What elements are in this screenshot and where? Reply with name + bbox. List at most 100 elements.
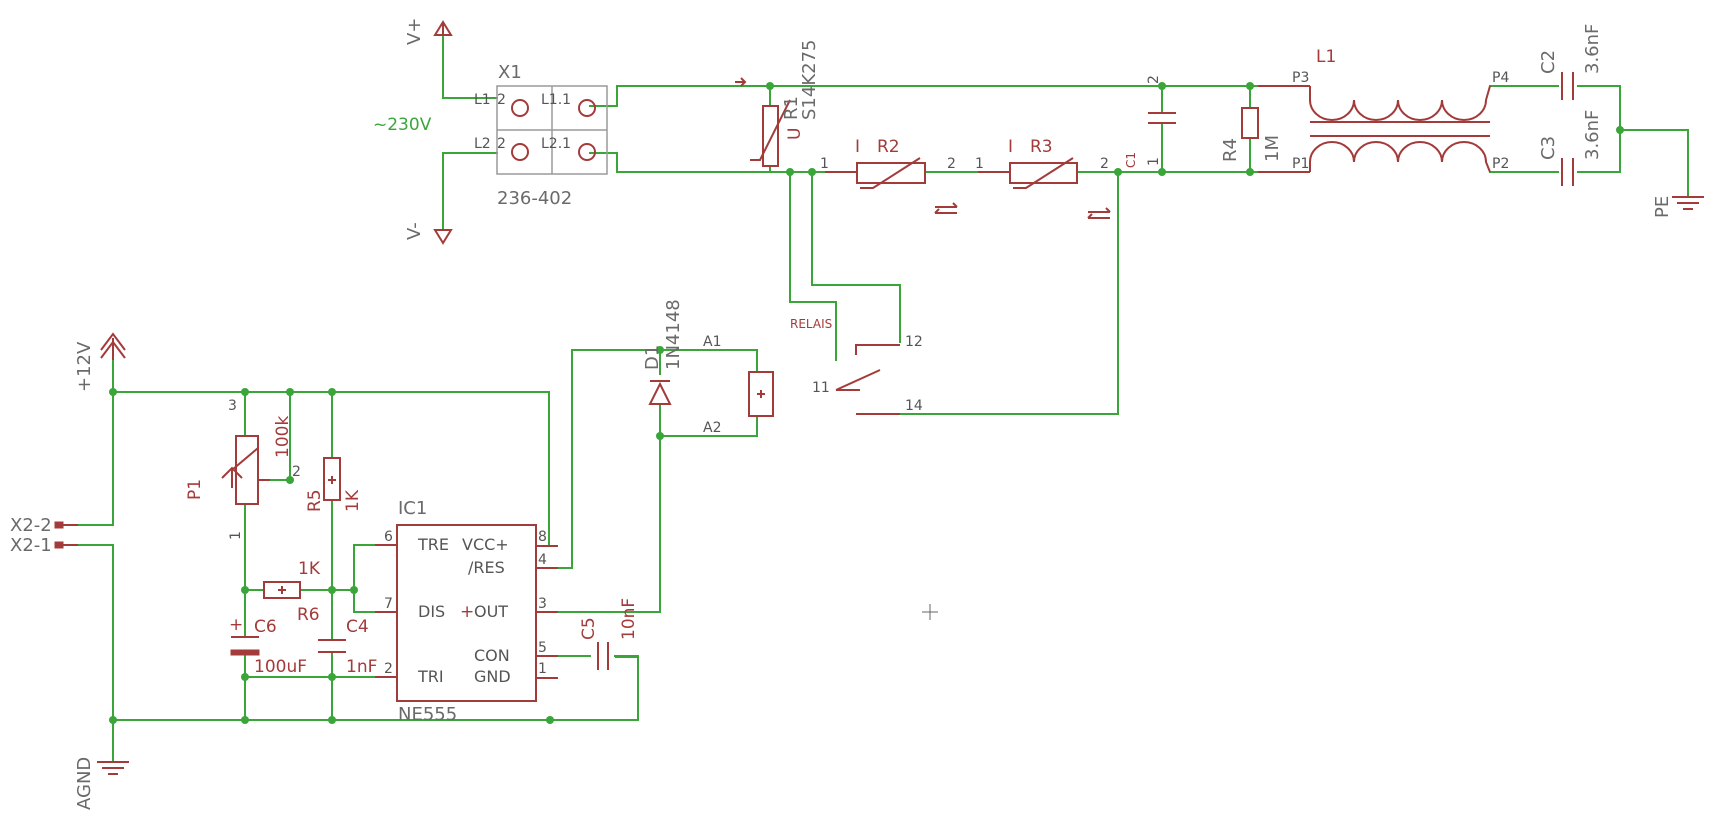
resistor-r5: R5 1K (305, 457, 363, 512)
c6-plus: + (229, 615, 243, 635)
wire-x2-1 (77, 544, 114, 721)
ic-pin6-num: 6 (384, 529, 393, 545)
pe-symbol: PE (1652, 196, 1704, 218)
junction-dot (766, 82, 774, 90)
wire-pot-1 (244, 503, 265, 591)
junction-dot (328, 388, 336, 396)
junction-dot (1114, 168, 1122, 176)
r3-marker: I (1008, 137, 1013, 157)
r2-pin2: 2 (947, 156, 956, 172)
ptc-r2: I R2 1 2 (820, 137, 958, 214)
pot-p1: P1 100k 3 2 1 (185, 398, 301, 540)
plus12v-symbol: +12V (74, 332, 126, 392)
wire-bottom-rail-a (589, 152, 826, 173)
ic-pin3-num: 3 (538, 596, 547, 612)
d1-name: D1 (642, 345, 663, 370)
r2-name: R2 (877, 137, 900, 157)
x1-pin-2b: 2 (497, 136, 506, 152)
ic-pin6-label: TRE (417, 535, 449, 554)
vplus-label: V+ (404, 18, 425, 45)
resistor-r4: R4 1M (1220, 107, 1283, 162)
ic-pin2-num: 2 (384, 661, 393, 677)
x1-pin-l21: L2.1 (541, 136, 571, 152)
resistor-r6: 1K R6 (263, 559, 321, 625)
p1-pin-1: 1 (228, 531, 244, 540)
l1-pin-p4: P4 (1492, 70, 1509, 86)
x1-pin-2a: 2 (497, 92, 506, 108)
x1-pin-l1: L1 (474, 92, 491, 108)
c1-pin2: 2 (1146, 75, 1162, 84)
wire-a2 (659, 415, 758, 437)
p1-pin-3: 3 (228, 398, 237, 414)
junction-dot (328, 716, 336, 724)
wire-vplus (442, 34, 498, 99)
junction-dot (241, 716, 249, 724)
x1-pin-l2: L2 (474, 136, 491, 152)
c4-value: 1nF (346, 657, 377, 677)
wire-pe (1619, 129, 1689, 196)
c3-value: 3.6nF (1582, 110, 1603, 160)
ic-pin5-num: 5 (538, 640, 547, 656)
wire-relay-14 (899, 171, 1119, 415)
p1-name: P1 (185, 479, 205, 500)
relay-label: RELAIS (790, 317, 832, 331)
wire-top-rail (589, 85, 1259, 107)
relay-pin-11: 11 (812, 380, 830, 396)
junction-dot (241, 586, 249, 594)
ic-pin7-label: DIS (418, 602, 445, 621)
r3-arrows (1087, 207, 1111, 219)
wire-vminus (442, 152, 498, 231)
vplus-symbol: V+ (404, 18, 453, 45)
junction-dot (350, 586, 358, 594)
ptc-r3: I R3 1 2 (975, 137, 1111, 219)
x1-pin-l11: L1.1 (541, 92, 571, 108)
ic-pin5-label: CON (474, 646, 510, 665)
cap-c1: C1 2 1 (1124, 75, 1176, 168)
wires (77, 34, 1689, 761)
ic-pin4-label: /RES (468, 558, 505, 577)
cap-c6: + C6 100uF (229, 615, 307, 677)
relay-pin-14: 14 (905, 398, 923, 414)
ic-ne555: IC1 NE555 6 TRE 7 DIS 2 TRI 8 VCC+ 4 /RE… (375, 498, 558, 725)
junction-dot (286, 476, 294, 484)
r4-value: 1M (1262, 135, 1283, 162)
agnd-label: AGND (74, 757, 95, 810)
junction-dot (328, 586, 336, 594)
r1-name: R1 (781, 96, 802, 120)
junction-dot (546, 716, 554, 724)
ic-pin7-num: 7 (384, 596, 393, 612)
junction-dot (1246, 168, 1254, 176)
ic-pin1-label: GND (474, 667, 511, 686)
wire-relay-12 (811, 171, 901, 343)
r6-name: R6 (297, 605, 320, 625)
c2-value: 3.6nF (1582, 24, 1603, 74)
l1-name: L1 (1316, 47, 1336, 67)
junction-dot (656, 432, 664, 440)
cap-c4: C4 1nF (318, 617, 377, 677)
p1-pin-2: 2 (292, 464, 301, 480)
crosshair-icon (922, 604, 938, 620)
x1-name: X1 (498, 62, 522, 83)
r3-name: R3 (1030, 137, 1053, 157)
junction-dot (109, 388, 117, 396)
l1-pin-p3: P3 (1292, 70, 1309, 86)
ic-name: IC1 (398, 498, 427, 519)
r2-arrows (934, 202, 958, 214)
cap-c2: C2 3.6nF (1538, 24, 1603, 100)
ic-value: NE555 (398, 704, 457, 725)
relay: RELAIS A1 A2 12 11 14 (703, 317, 923, 436)
wire-out (535, 435, 661, 613)
r5-value: 1K (343, 489, 363, 512)
plus12v-label: +12V (74, 341, 95, 392)
l1-pin-p2: P2 (1492, 156, 1509, 172)
c3-name: C3 (1538, 136, 1559, 160)
ic-pin8-num: 8 (538, 529, 547, 545)
r2-pin1: 1 (820, 156, 829, 172)
wire-res (535, 349, 661, 569)
d1-value: 1N4148 (663, 299, 684, 370)
r3-pin2: 2 (1100, 156, 1109, 172)
pe-label: PE (1652, 196, 1673, 218)
choke-l1: L1 P3 P4 P1 P2 (1258, 47, 1509, 173)
l1-pin-p1: P1 (1292, 156, 1309, 172)
